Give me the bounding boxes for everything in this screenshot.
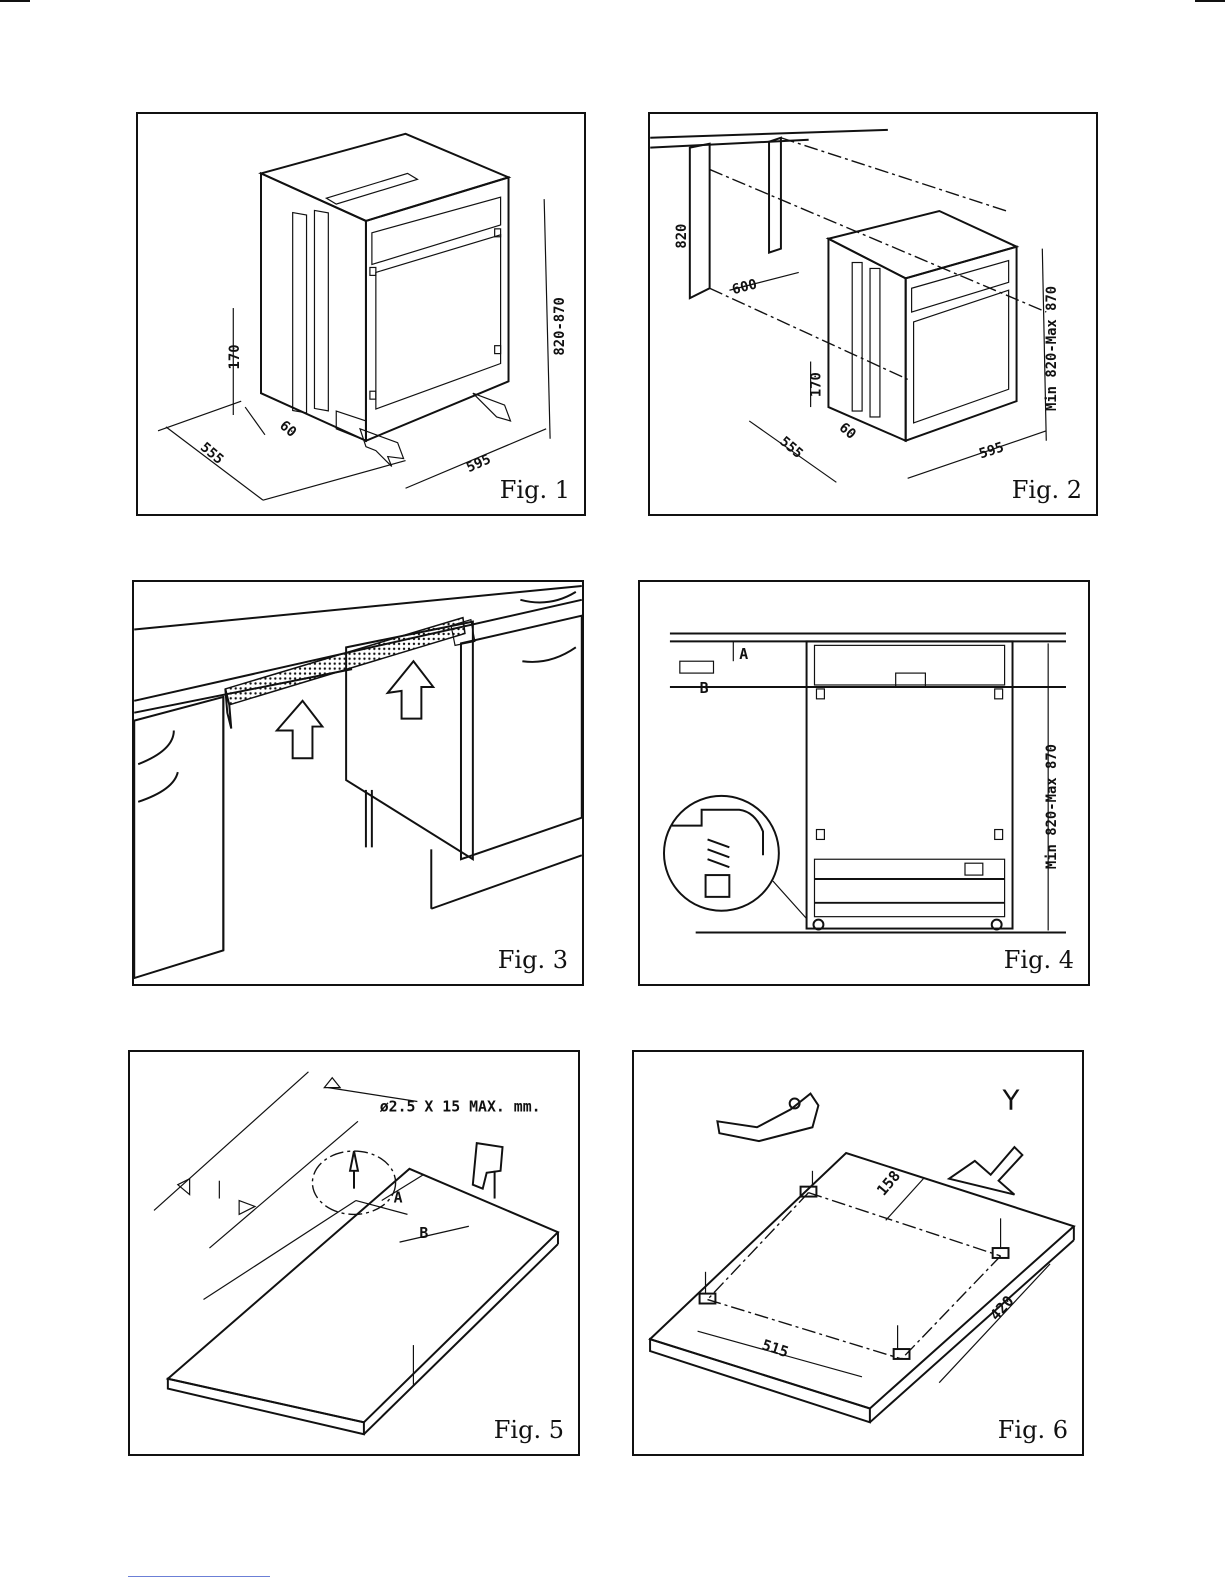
figure-3-caption: Fig. 3 — [498, 946, 568, 974]
fig6-dim-420: 420 — [986, 1292, 1017, 1324]
fig5-label-b: B — [419, 1224, 428, 1242]
figure-2-diagram: 820 600 555 595 Min 820-Max 870 170 60 — [650, 114, 1096, 514]
fig6-dim-515: 515 — [760, 1336, 791, 1361]
figure-5-panel: ø2.5 X 15 MAX. mm. A B Fig. 5 — [128, 1050, 580, 1456]
figure-3-diagram — [134, 582, 582, 984]
fig5-label-a: A — [394, 1189, 403, 1207]
fig4-dim-height: Min 820-Max 870 — [1044, 744, 1060, 869]
footer-link-underline — [128, 1576, 270, 1577]
figure-6-caption: Fig. 6 — [998, 1416, 1068, 1444]
figure-4-caption: Fig. 4 — [1004, 946, 1074, 974]
fig4-label-b: B — [700, 679, 709, 697]
fig1-dim-height: 820-870 — [552, 297, 568, 355]
fig4-label-a: A — [739, 645, 748, 663]
fig2-dim-plinth-depth: 60 — [836, 420, 859, 443]
corner-rule-left — [0, 0, 30, 2]
fig2-dim-width: 595 — [977, 439, 1006, 462]
fig6-dim-158: 158 — [873, 1167, 904, 1199]
figure-6-diagram: 158 515 420 Y — [634, 1052, 1082, 1454]
figure-2-caption: Fig. 2 — [1012, 476, 1082, 504]
fig5-screw-spec: ø2.5 X 15 MAX. mm. — [380, 1097, 541, 1115]
figure-1-diagram: 555 595 820-870 170 60 — [138, 114, 584, 514]
fig6-label-y: Y — [1002, 1083, 1020, 1116]
fig2-dim-niche-depth: 600 — [730, 276, 758, 298]
fig1-dim-depth: 555 — [197, 439, 226, 467]
figure-5-diagram: ø2.5 X 15 MAX. mm. A B — [130, 1052, 578, 1454]
fig1-dim-plinth-depth: 60 — [276, 418, 299, 441]
figure-1-caption: Fig. 1 — [500, 476, 570, 504]
figure-2-panel: 820 600 555 595 Min 820-Max 870 170 60 F… — [648, 112, 1098, 516]
figure-3-panel: Fig. 3 — [132, 580, 584, 986]
figure-4-panel: A B Min 820-Max 870 Fig. 4 — [638, 580, 1090, 986]
fig1-dim-plinth-height: 170 — [227, 344, 243, 369]
figure-4-diagram: A B Min 820-Max 870 — [640, 582, 1088, 984]
fig2-dim-height: Min 820-Max 870 — [1044, 286, 1060, 411]
figure-5-caption: Fig. 5 — [494, 1416, 564, 1444]
fig2-dim-plinth-height: 170 — [809, 372, 825, 397]
corner-rule-right — [1195, 0, 1225, 2]
figure-6-panel: 158 515 420 Y Fig. 6 — [632, 1050, 1084, 1456]
figure-1-panel: 555 595 820-870 170 60 Fig. 1 — [136, 112, 586, 516]
fig1-dim-width: 595 — [464, 451, 493, 476]
fig2-dim-niche-height: 820 — [674, 224, 690, 249]
